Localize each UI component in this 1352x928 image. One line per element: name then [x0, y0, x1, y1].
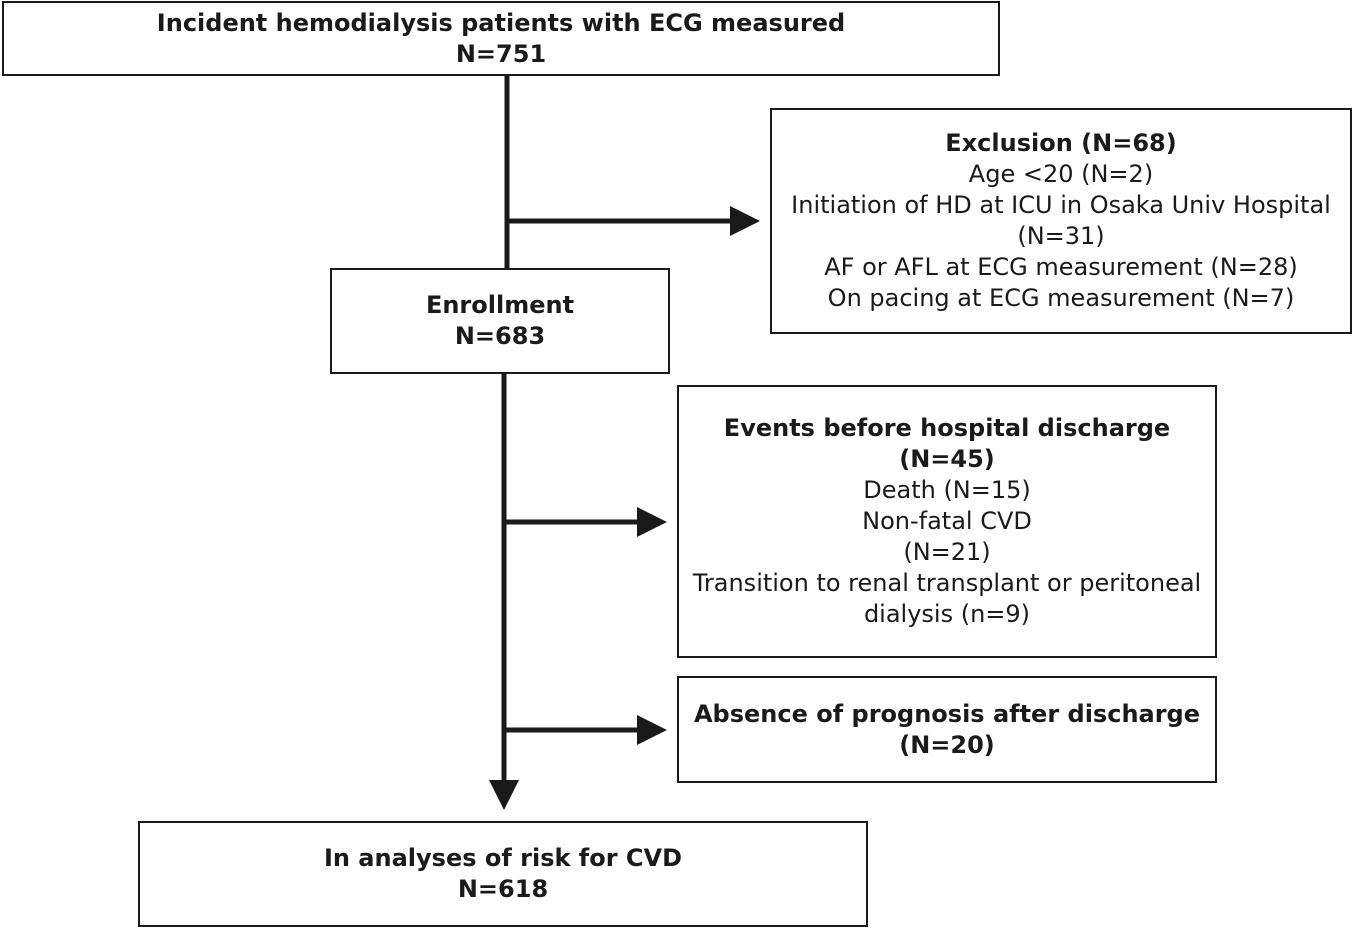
exclusion-box: Exclusion (N=68) Age <20 (N=2) Initiatio…: [770, 108, 1352, 334]
events-line-cvd-count: (N=21): [903, 538, 991, 566]
enrollment-title: Enrollment: [425, 291, 575, 319]
exclusion-line-af: AF or AFL at ECG measurement (N=28): [824, 253, 1298, 281]
exclusion-line-icu-count: (N=31): [1017, 222, 1105, 250]
exclusion-title: Exclusion (N=68): [945, 129, 1177, 157]
final-title: In analyses of risk for CVD: [323, 844, 683, 872]
events-line-transition: Transition to renal transplant or perito…: [692, 569, 1202, 597]
exclusion-line-pacing: On pacing at ECG measurement (N=7): [827, 284, 1295, 312]
exclusion-line-age: Age <20 (N=2): [968, 160, 1154, 188]
absence-title: Absence of prognosis after discharge: [693, 699, 1201, 728]
events-line-dialysis: dialysis (n=9): [863, 600, 1031, 628]
events-line-death: Death (N=15): [863, 476, 1031, 504]
final-count: N=618: [457, 875, 549, 903]
events-before-discharge-box: Events before hospital discharge (N=45) …: [677, 385, 1217, 658]
exclusion-line-icu: Initiation of HD at ICU in Osaka Univ Ho…: [791, 191, 1331, 219]
enrollment-count: N=683: [454, 322, 546, 350]
absence-count: (N=20): [899, 730, 995, 759]
absence-of-prognosis-box: Absence of prognosis after discharge (N=…: [677, 676, 1217, 783]
enrollment-box: Enrollment N=683: [330, 268, 670, 374]
final-analysis-box: In analyses of risk for CVD N=618: [138, 821, 868, 927]
events-count: (N=45): [899, 445, 995, 473]
initial-cohort-title: Incident hemodialysis patients with ECG …: [156, 8, 846, 37]
initial-cohort-count: N=751: [455, 39, 547, 68]
events-title: Events before hospital discharge: [723, 414, 1171, 442]
events-line-cvd: Non-fatal CVD: [862, 507, 1032, 535]
initial-cohort-box: Incident hemodialysis patients with ECG …: [2, 1, 1000, 76]
